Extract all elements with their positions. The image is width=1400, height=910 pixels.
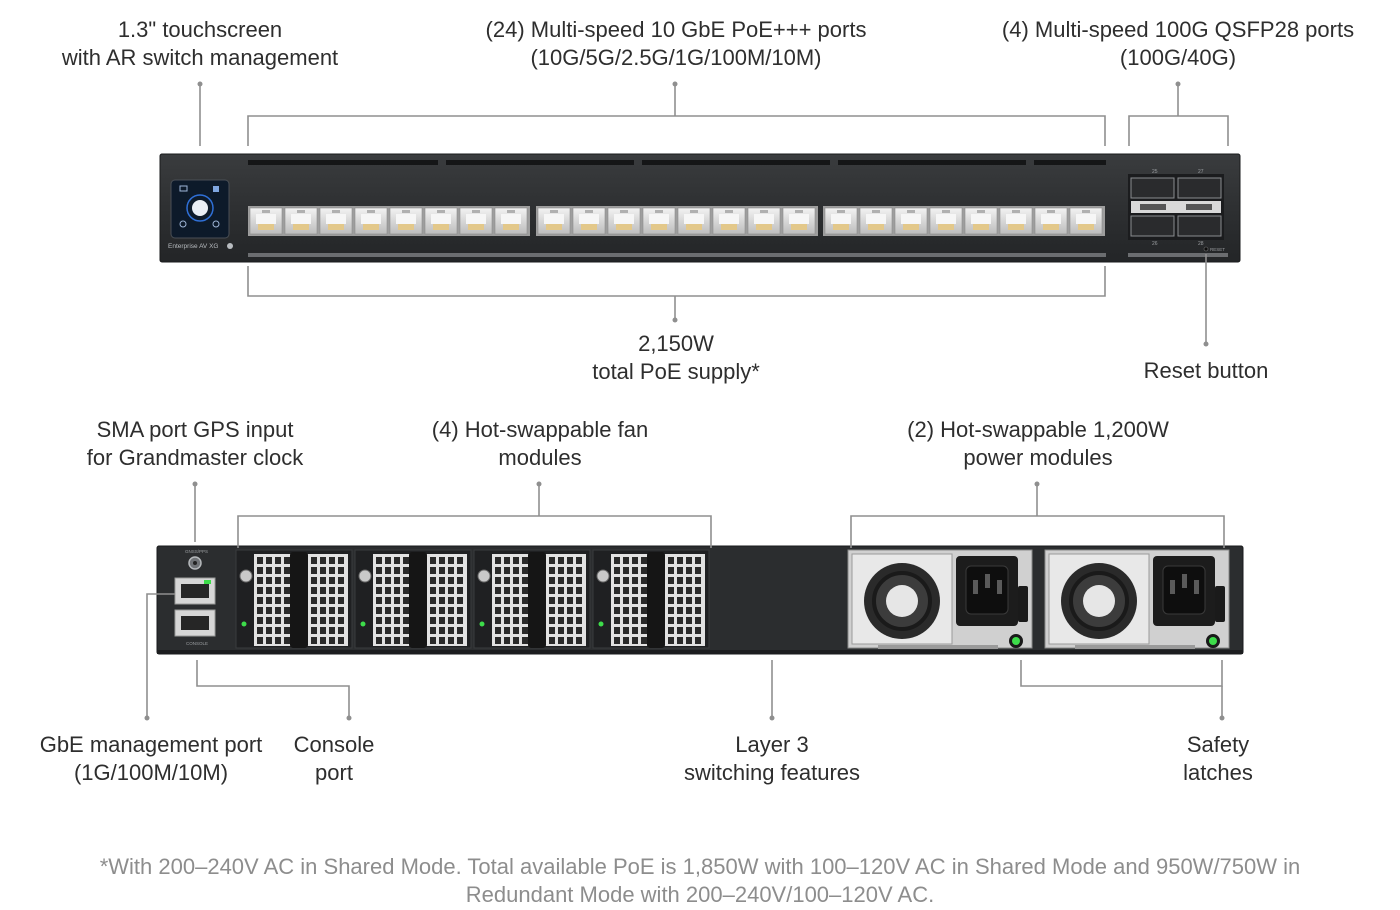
rj45-port-16[interactable] <box>782 207 816 235</box>
qsfp-number: 28 <box>1198 241 1204 247</box>
rj45-port-23[interactable] <box>1034 207 1068 235</box>
qsfp28-cage: 25 27 26 28 <box>1128 169 1224 247</box>
fan-handle[interactable] <box>528 552 546 648</box>
mgmt-section: GNSS/PPS CONSOLE <box>174 549 216 646</box>
rj45-port-12[interactable] <box>642 207 676 235</box>
poe-supply-label: 2,150W total PoE supply* <box>592 331 760 384</box>
rj45-port-20[interactable] <box>929 207 963 235</box>
power-modules-label: (2) Hot-swappable 1,200W power modules <box>907 417 1169 470</box>
power-module-2[interactable] <box>1044 549 1230 649</box>
fan-handle[interactable] <box>647 552 665 648</box>
mgmt-port-label: GbE management port (1G/100M/10M) <box>39 732 263 785</box>
qsfp-port-26[interactable] <box>1130 215 1175 237</box>
rj45-port-6[interactable] <box>424 207 458 235</box>
status-led-icon <box>241 621 247 627</box>
layer3-label: Layer 3 switching features <box>683 732 861 785</box>
rj45-port-13[interactable] <box>677 207 711 235</box>
rj45-port-21[interactable] <box>964 207 998 235</box>
rj45-port-10[interactable] <box>572 207 606 235</box>
safety-latches-label: Safety latches <box>1183 732 1253 785</box>
rj45-port-15[interactable] <box>747 207 781 235</box>
safety-latch[interactable] <box>1215 586 1225 622</box>
footnote: *With 200–240V AC in Shared Mode. Total … <box>99 854 1301 907</box>
fan-module-array <box>235 549 710 649</box>
qsfp-number: 27 <box>1198 169 1204 175</box>
safety-latch[interactable] <box>1018 586 1028 622</box>
thumbscrew-icon[interactable] <box>477 569 491 583</box>
reset-text: RESET <box>1210 247 1225 252</box>
status-led-icon <box>479 621 485 627</box>
console-text: CONSOLE <box>186 641 208 646</box>
qsfp-port-25[interactable] <box>1130 177 1175 199</box>
touchscreen-label: 1.3" touchscreen with AR switch manageme… <box>61 17 339 70</box>
poe-ports-label: (24) Multi-speed 10 GbE PoE+++ ports (10… <box>485 17 867 70</box>
touchscreen-display[interactable] <box>170 179 230 239</box>
fan-module-1[interactable] <box>235 549 353 649</box>
qsfp-port-27[interactable] <box>1177 177 1222 199</box>
rj45-port-7[interactable] <box>459 207 493 235</box>
power-module-1[interactable] <box>847 549 1033 649</box>
rj45-port-8[interactable] <box>494 207 528 235</box>
thumbscrew-icon[interactable] <box>358 569 372 583</box>
fan-module-3[interactable] <box>473 549 591 649</box>
fan-module-2[interactable] <box>354 549 472 649</box>
rj45-port-24[interactable] <box>1069 207 1103 235</box>
brand-logo-icon <box>227 243 233 249</box>
thumbscrew-icon[interactable] <box>596 569 610 583</box>
mgmt-port-led-icon <box>204 580 211 584</box>
qsfp-number: 26 <box>1152 241 1158 247</box>
rj45-port-11[interactable] <box>607 207 641 235</box>
rj45-port-19[interactable] <box>894 207 928 235</box>
rj45-port-18[interactable] <box>859 207 893 235</box>
qsfp-port-28[interactable] <box>1177 215 1222 237</box>
qsfp-number: 25 <box>1152 169 1158 175</box>
rj45-port-9[interactable] <box>537 207 571 235</box>
rj45-port-4[interactable] <box>354 207 388 235</box>
fan-modules-label: (4) Hot-swappable fan modules <box>431 417 649 470</box>
psu-led-icon <box>1209 637 1217 645</box>
status-led-icon <box>598 621 604 627</box>
console-port-label: Console port <box>293 732 375 785</box>
rj45-port-5[interactable] <box>389 207 423 235</box>
sma-port-label: SMA port GPS input for Grandmaster clock <box>86 417 304 470</box>
fan-handle[interactable] <box>290 552 308 648</box>
rj45-port-array <box>248 206 1105 236</box>
psu-led-icon <box>1012 637 1020 645</box>
gps-text: GNSS/PPS <box>185 549 208 554</box>
rj45-port-2[interactable] <box>284 207 318 235</box>
rj45-port-1[interactable] <box>249 207 283 235</box>
fan-handle[interactable] <box>409 552 427 648</box>
brand-text: Enterprise AV XG <box>168 243 218 250</box>
thumbscrew-icon[interactable] <box>239 569 253 583</box>
rj45-port-14[interactable] <box>712 207 746 235</box>
rj45-port-22[interactable] <box>999 207 1033 235</box>
rj45-port-3[interactable] <box>319 207 353 235</box>
reset-button-label: Reset button <box>1143 358 1269 383</box>
fan-module-4[interactable] <box>592 549 710 649</box>
rj45-port-17[interactable] <box>824 207 858 235</box>
status-led-icon <box>360 621 366 627</box>
qsfp-ports-label: (4) Multi-speed 100G QSFP28 ports (100G/… <box>1001 17 1355 70</box>
power-module-array <box>847 549 1230 649</box>
reset-button[interactable] <box>1203 246 1209 252</box>
